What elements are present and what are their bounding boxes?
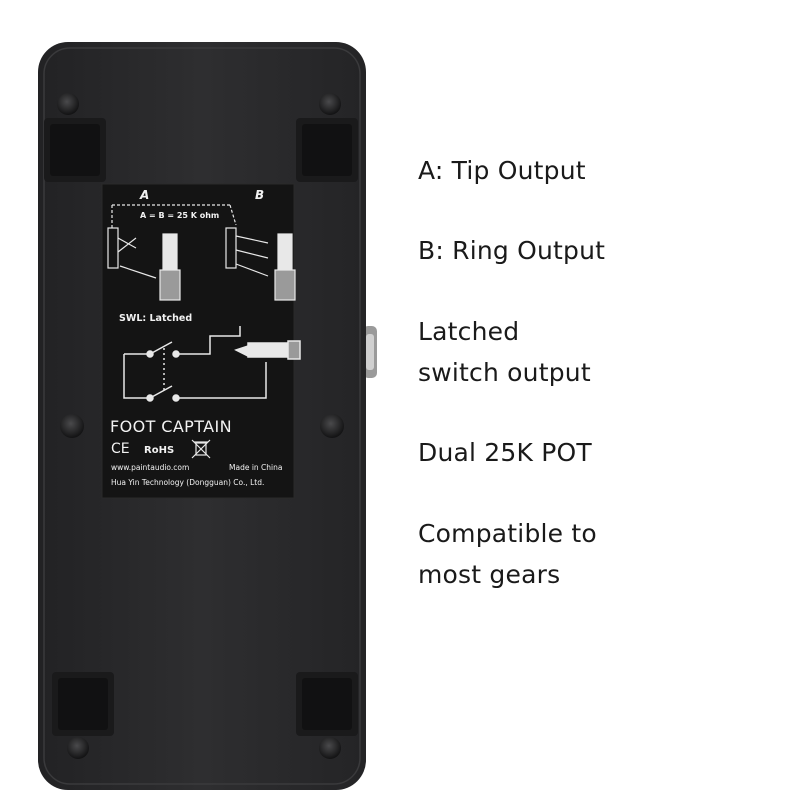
screw-icon <box>57 93 344 759</box>
label-b: B <box>255 188 265 202</box>
ce-mark: CE <box>111 441 130 457</box>
label-panel <box>101 183 295 499</box>
rubber-foot-bottom-right <box>296 672 358 736</box>
company-text: Hua Yin Technology (Dongguan) Co., Ltd. <box>111 478 265 487</box>
weee-bin-icon <box>191 439 211 459</box>
rubber-foot-bottom-left <box>52 672 114 736</box>
feature-line: switch output <box>418 358 591 387</box>
feature-line: Dual 25K POT <box>418 438 592 467</box>
rohs-mark: RoHS <box>144 445 175 456</box>
feature-line: Latched <box>418 317 520 346</box>
feature-line: most gears <box>418 560 561 589</box>
latched-switch-diagram <box>123 326 301 402</box>
label-swl: SWL: Latched <box>119 313 193 324</box>
feature-dual-pot: Dual 25K POT <box>418 432 778 473</box>
made-in-text: Made in China <box>229 463 283 472</box>
feature-line: B: Ring Output <box>418 236 606 265</box>
label-resistance: A = B = 25 K ohm <box>140 211 220 220</box>
feature-line: A: Tip Output <box>418 156 586 185</box>
feature-latched-switch: Latched switch output <box>418 311 778 393</box>
brand-name: FOOT CAPTAIN <box>110 417 232 436</box>
feature-line: Compatible to <box>418 519 597 548</box>
feature-tip-output: A: Tip Output <box>418 150 778 191</box>
label-a: A <box>140 188 150 202</box>
website-text: www.paintaudio.com <box>111 463 190 472</box>
feature-compatibility: Compatible to most gears <box>418 513 778 595</box>
rubber-foot-top-right <box>296 118 358 182</box>
rubber-foot-top-left <box>44 118 106 182</box>
feature-ring-output: B: Ring Output <box>418 230 778 271</box>
pot-wiring-diagram <box>107 204 296 301</box>
